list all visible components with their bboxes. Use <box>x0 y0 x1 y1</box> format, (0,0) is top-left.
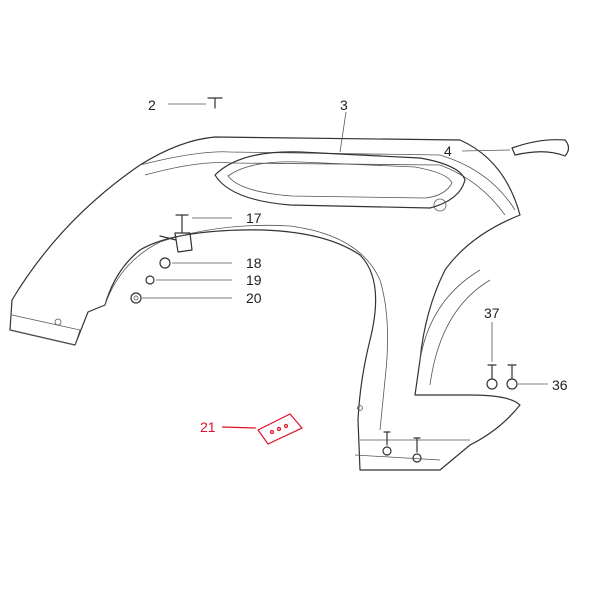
callout-2: 2 <box>148 97 156 113</box>
callout-3: 3 <box>340 97 348 113</box>
callout-18: 18 <box>246 255 262 271</box>
callout-21: 21 <box>200 419 216 435</box>
bracket-hardware: 17 18 19 20 <box>130 210 262 306</box>
callout-17: 17 <box>246 210 262 226</box>
part-2-screw: 2 <box>148 97 223 113</box>
part-4-trim: 4 <box>444 139 570 159</box>
fender-panel <box>9 136 521 471</box>
callout-20: 20 <box>246 290 262 306</box>
fender-recess <box>214 151 466 212</box>
callout-4: 4 <box>444 143 452 159</box>
callout-37: 37 <box>484 305 500 321</box>
part-3-callout: 3 <box>339 97 348 153</box>
rear-hardware: 37 36 <box>382 305 568 463</box>
callout-19: 19 <box>246 272 262 288</box>
part-21-plate: 21 <box>200 413 303 445</box>
callout-36: 36 <box>552 377 568 393</box>
